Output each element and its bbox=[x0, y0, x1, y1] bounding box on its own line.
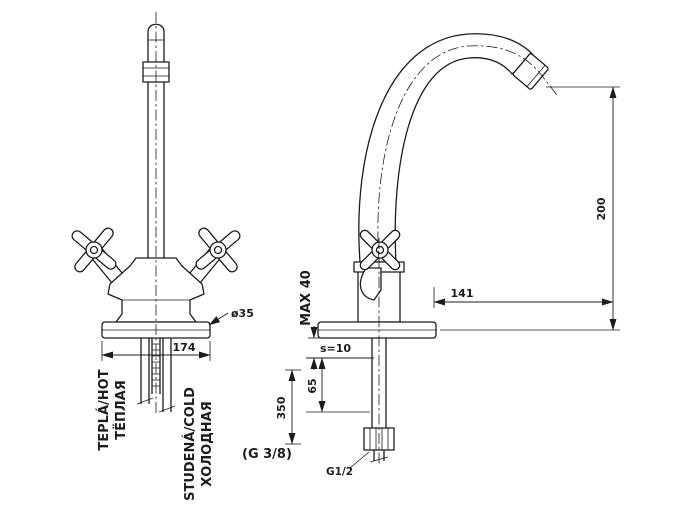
label-hose-thread: (G 3/8) bbox=[242, 447, 292, 462]
label-hot-line1: TEPLÁ/HOT bbox=[96, 369, 112, 450]
leader-base-diameter: ø35 bbox=[208, 307, 254, 326]
side-view: 200 141 MAX 40 s=10 65 350 (G 3/8) bbox=[242, 33, 620, 478]
cross-handle-side bbox=[359, 229, 401, 301]
dim-hose-length: 350 bbox=[275, 369, 301, 445]
dim-spout-height: 200 bbox=[440, 86, 620, 331]
label-shank-thread: G1/2 bbox=[326, 466, 353, 478]
spout-nozzle bbox=[512, 53, 549, 90]
dim-label-200: 200 bbox=[595, 197, 608, 220]
spout-pipe-front bbox=[147, 23, 165, 260]
dim-label-350: 350 bbox=[275, 396, 288, 419]
label-shank-thread-group: G1/2 bbox=[326, 451, 370, 478]
dim-label-141: 141 bbox=[451, 287, 474, 300]
front-view: 174 ø35 TEPLÁ/HOT ТЁПЛАЯ STUDENÁ/COLD ХО… bbox=[71, 12, 254, 501]
label-cold-line1: STUDENÁ/COLD bbox=[182, 387, 198, 501]
label-cold-line2: ХОЛОДНАЯ bbox=[200, 401, 215, 486]
dim-label-s10: s=10 bbox=[320, 342, 351, 355]
centerline-spout-curve bbox=[377, 45, 558, 263]
coupling-hatch bbox=[369, 428, 389, 450]
dim-label-max40: MAX 40 bbox=[299, 270, 314, 326]
cross-handle-left bbox=[71, 227, 117, 273]
dim-spout-reach: 141 bbox=[433, 287, 614, 308]
dim-base-width: 174 bbox=[101, 341, 211, 361]
label-hot-line2: ТЁПЛАЯ bbox=[113, 380, 129, 440]
dim-label-65: 65 bbox=[306, 378, 319, 393]
cross-handle-right bbox=[195, 227, 241, 273]
gooseneck-spout bbox=[358, 33, 535, 263]
dim-label-174: 174 bbox=[173, 341, 196, 354]
dim-label-dia35: ø35 bbox=[231, 307, 254, 320]
dim-shank: 65 bbox=[306, 357, 370, 413]
handle-blade bbox=[359, 267, 382, 301]
